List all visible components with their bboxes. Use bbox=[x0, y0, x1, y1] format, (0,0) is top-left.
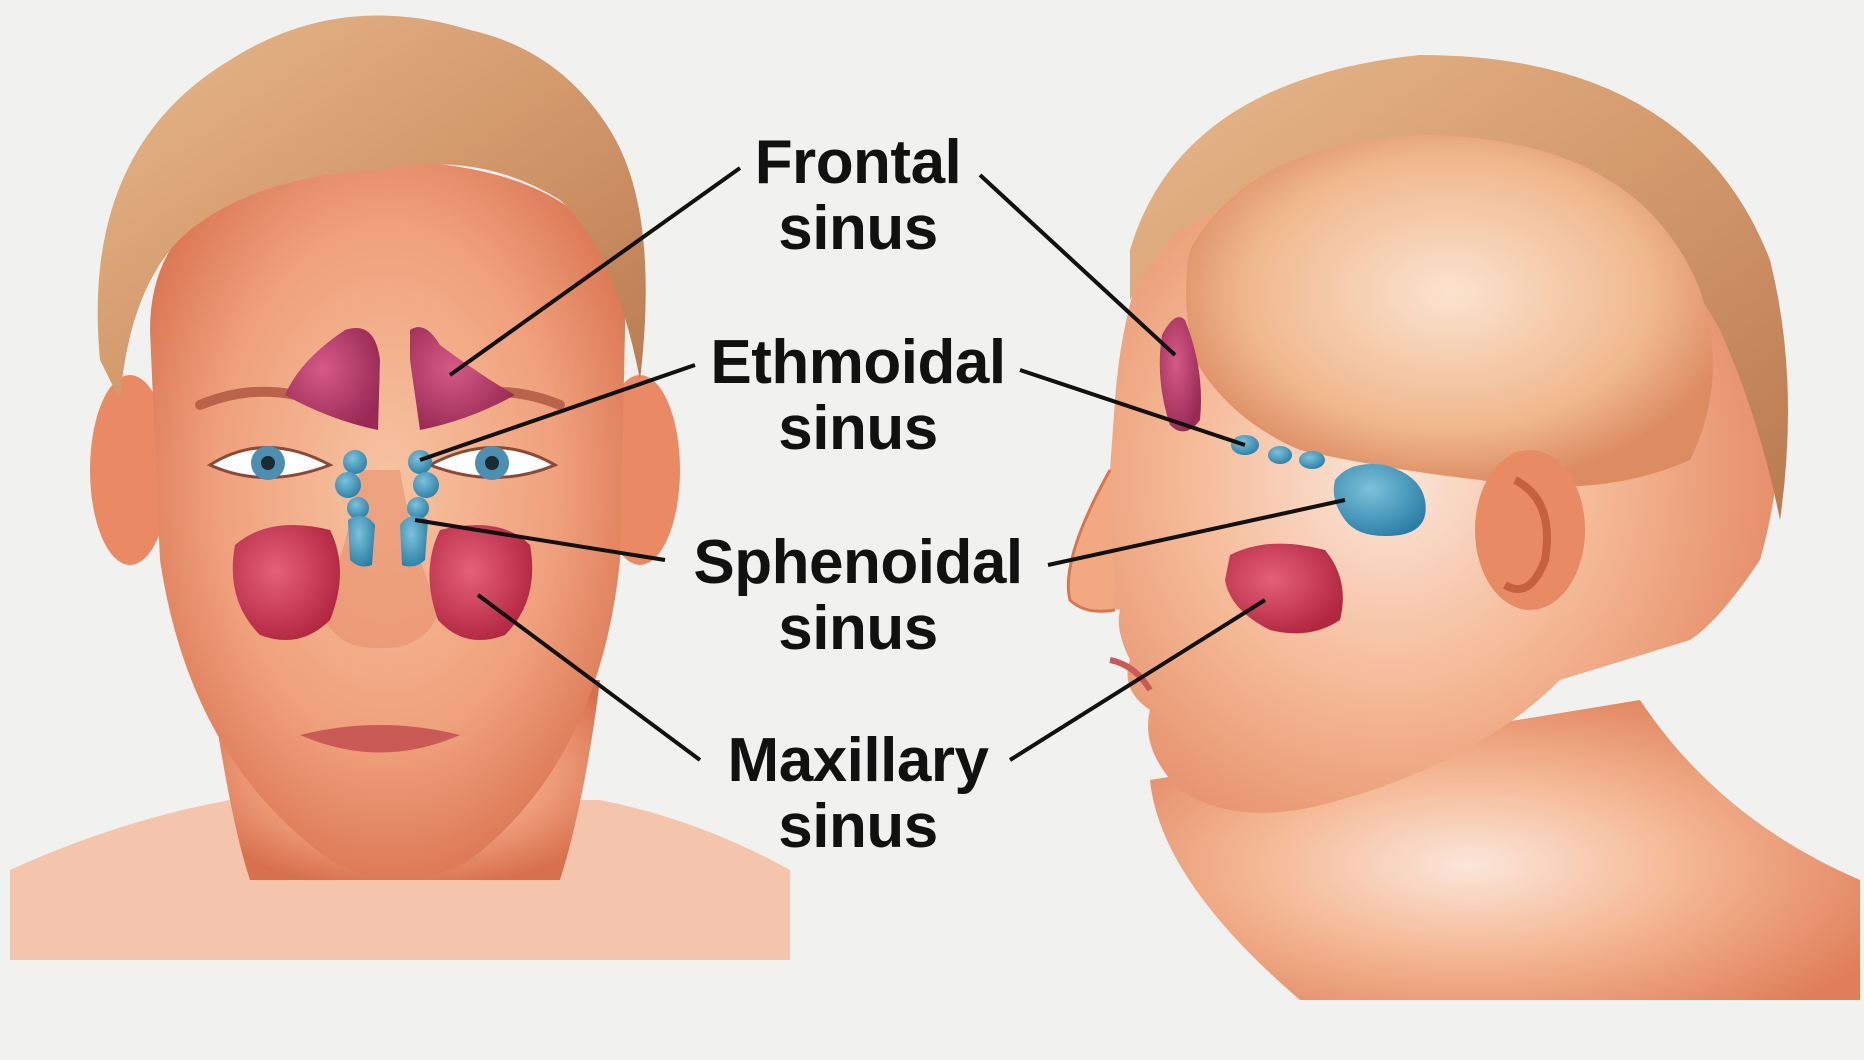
label-frontal-line1: Frontal bbox=[648, 130, 1068, 196]
label-ethmoidal-line1: Ethmoidal bbox=[648, 330, 1068, 396]
label-maxillary-line1: Maxillary bbox=[648, 728, 1068, 794]
label-maxillary-sinus: Maxillary sinus bbox=[648, 728, 1068, 860]
front-sphenoidal-sinus-left bbox=[348, 516, 375, 567]
label-maxillary-line2: sinus bbox=[648, 794, 1068, 860]
front-sphenoidal-sinus-right bbox=[400, 516, 428, 567]
label-ethmoidal-line2: sinus bbox=[648, 396, 1068, 462]
label-sphenoidal-line1: Sphenoidal bbox=[648, 530, 1068, 596]
side-head bbox=[1068, 55, 1860, 1000]
side-nose bbox=[1068, 470, 1115, 611]
label-sphenoidal-line2: sinus bbox=[648, 596, 1068, 662]
label-sphenoidal-sinus: Sphenoidal sinus bbox=[648, 530, 1068, 662]
label-ethmoidal-sinus: Ethmoidal sinus bbox=[648, 330, 1068, 462]
label-frontal-line2: sinus bbox=[648, 196, 1068, 262]
label-frontal-sinus: Frontal sinus bbox=[648, 130, 1068, 262]
